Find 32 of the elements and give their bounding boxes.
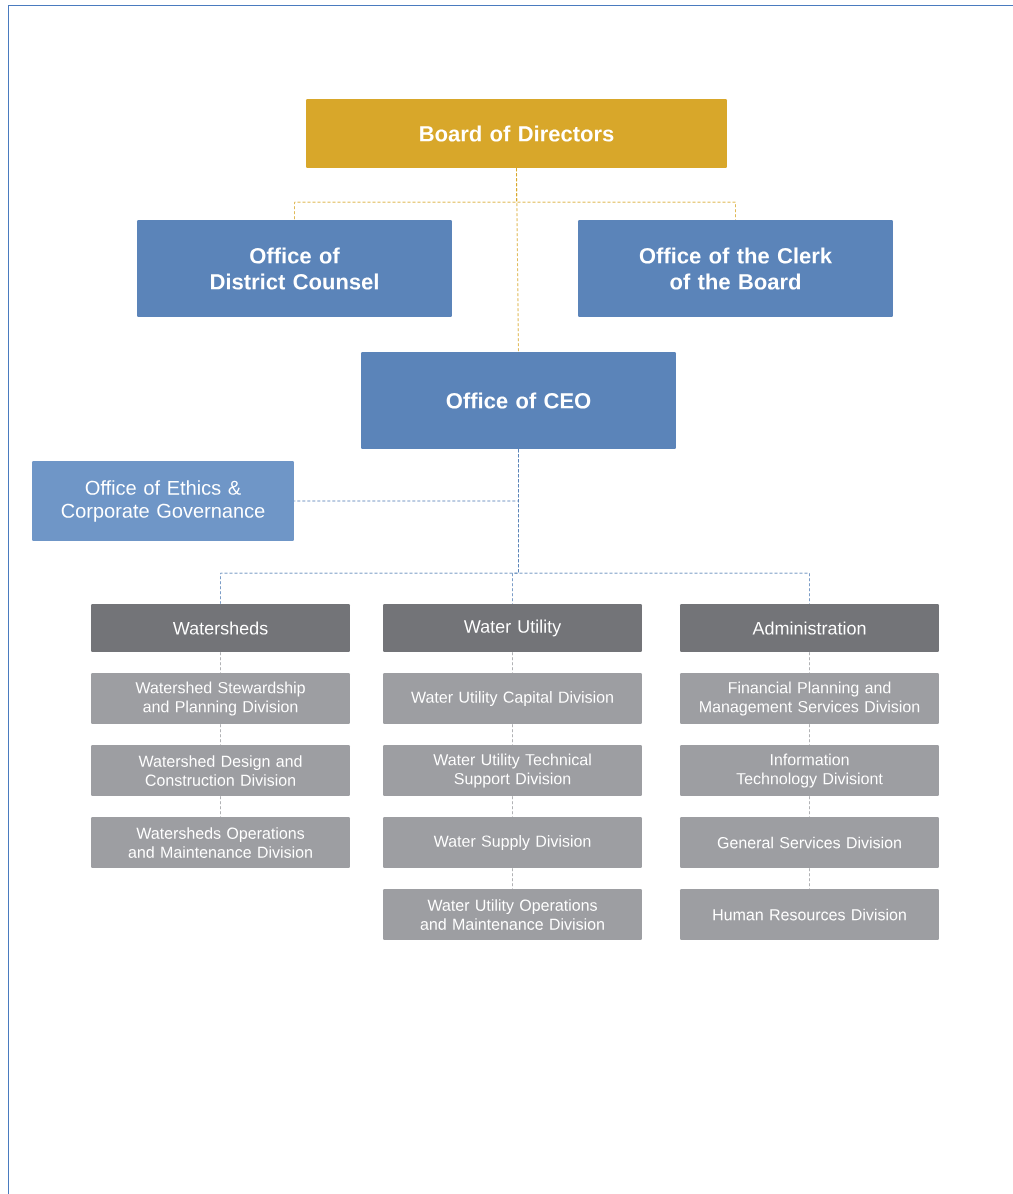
- office-box: Office of Ethics & Corporate Governance: [32, 461, 294, 541]
- division-box: Water Supply Division: [383, 817, 642, 868]
- office-box: Office of CEO: [361, 352, 676, 449]
- office-box: Office of District Counsel: [137, 220, 452, 317]
- office-box: Office of the Clerk of the Board: [578, 220, 893, 317]
- division-box: Watershed Design and Construction Division: [91, 745, 350, 796]
- division-box: General Services Division: [680, 817, 939, 868]
- division-box: Water Utility Capital Division: [383, 673, 642, 724]
- connector-line: [512, 651, 513, 674]
- connector-line: [809, 867, 810, 890]
- division-box: Human Resources Division: [680, 889, 939, 940]
- group-header-box: Administration: [680, 604, 939, 652]
- connector-line: [518, 448, 810, 605]
- connector-line: [512, 795, 513, 818]
- connector-line: [809, 795, 810, 818]
- division-box: Financial Planning and Management Services Division: [680, 673, 939, 724]
- board-box: Board of Directors: [306, 99, 727, 168]
- division-box: Watershed Stewardship and Planning Division: [91, 673, 350, 724]
- group-header-box: Watersheds: [91, 604, 350, 652]
- connector-line: [512, 867, 513, 890]
- group-header-box: Water Utility: [383, 604, 642, 652]
- connector-line: [512, 723, 513, 746]
- division-box: Water Utility Technical Support Division: [383, 745, 642, 796]
- connector-line: [220, 795, 221, 818]
- connector-line: [220, 651, 221, 674]
- division-box: Water Utility Operations and Maintenance Division: [383, 889, 642, 940]
- connector-line: [220, 723, 221, 746]
- division-box: Watersheds Operations and Maintenance Division: [91, 817, 350, 868]
- connector-line: [516, 167, 519, 353]
- division-box: Information Technology Divisiont: [680, 745, 939, 796]
- connector-line: [809, 651, 810, 674]
- connector-line: [809, 723, 810, 746]
